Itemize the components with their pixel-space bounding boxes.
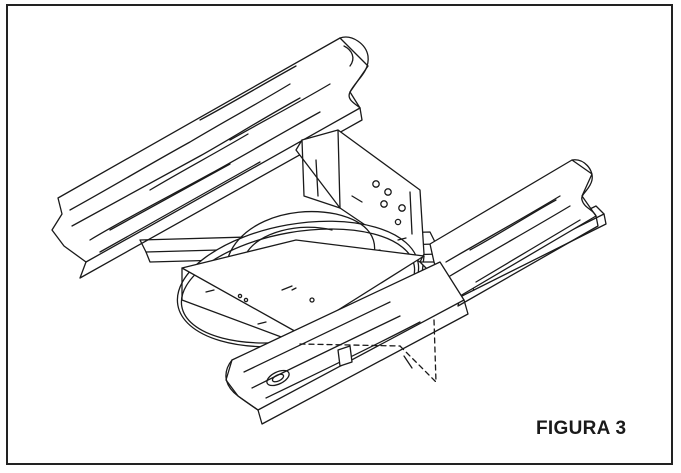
right-joist xyxy=(429,159,599,307)
upper-left-joist xyxy=(51,36,369,279)
dashed-guide-lines xyxy=(299,319,437,383)
lower-left-joist xyxy=(225,261,469,425)
lower-bracket xyxy=(337,345,413,369)
figure-caption: FIGURA 3 xyxy=(536,418,627,439)
junction-box xyxy=(295,129,425,263)
